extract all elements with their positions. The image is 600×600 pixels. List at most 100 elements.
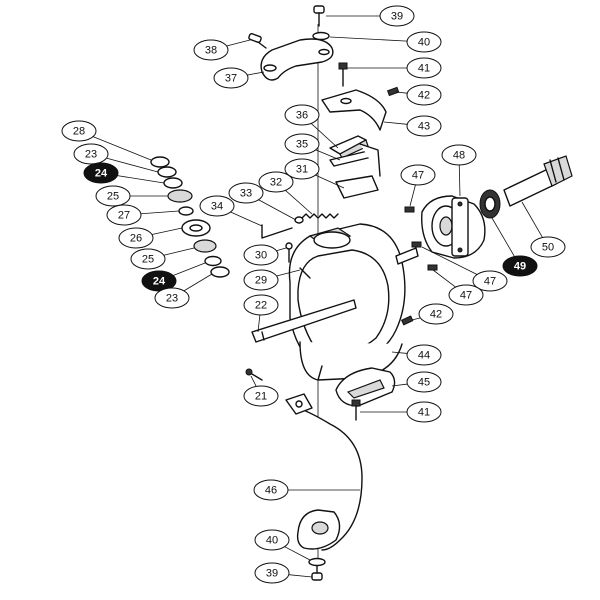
leader-line-29 bbox=[276, 269, 301, 277]
part-47-screw-a bbox=[404, 206, 415, 213]
part-22-shaft bbox=[251, 299, 357, 343]
callout-number-40: 40 bbox=[418, 37, 430, 49]
part-41-top-screw bbox=[338, 62, 348, 87]
callout-oval-25 bbox=[95, 185, 131, 207]
part-23-washer bbox=[157, 166, 177, 178]
callout-oval-39 bbox=[379, 5, 415, 27]
part-24-lower-washer bbox=[204, 255, 222, 267]
leader-line-43 bbox=[383, 121, 408, 125]
leader-line-45 bbox=[391, 383, 408, 387]
callout-number-25: 25 bbox=[107, 191, 119, 203]
part-28-washer bbox=[150, 156, 170, 168]
callout-oval-26 bbox=[118, 227, 154, 249]
callout-41: 41 bbox=[406, 57, 442, 79]
callout-40: 40 bbox=[406, 31, 442, 53]
callout-oval-49 bbox=[502, 255, 538, 277]
callout-21: 21 bbox=[243, 385, 279, 407]
callout-oval-47 bbox=[448, 284, 484, 306]
callout-24: 24 bbox=[83, 162, 119, 184]
part-32-spring bbox=[301, 213, 339, 219]
part-27-washer bbox=[178, 206, 194, 216]
callout-number-24: 24 bbox=[95, 168, 108, 180]
callout-42: 42 bbox=[418, 303, 454, 325]
part-46-bail-end bbox=[285, 393, 313, 415]
leader-line-30 bbox=[276, 247, 287, 252]
callout-oval-24 bbox=[83, 162, 119, 184]
part-39-lower-screw bbox=[311, 565, 323, 581]
callout-oval-28 bbox=[61, 120, 97, 142]
leader-line-39 bbox=[288, 574, 313, 578]
callout-27: 27 bbox=[106, 204, 142, 226]
part-49-bearing bbox=[479, 189, 501, 219]
callout-number-22: 22 bbox=[255, 300, 267, 312]
callout-oval-44 bbox=[406, 344, 442, 366]
callout-number-50: 50 bbox=[542, 242, 554, 254]
callout-37: 37 bbox=[213, 67, 249, 89]
callout-28: 28 bbox=[61, 120, 97, 142]
callout-number-46: 46 bbox=[265, 485, 277, 497]
callout-number-23: 23 bbox=[166, 293, 178, 305]
callout-oval-42 bbox=[406, 84, 442, 106]
callout-oval-46 bbox=[253, 479, 289, 501]
callout-oval-41 bbox=[406, 401, 442, 423]
part-40-top-washer bbox=[312, 31, 330, 41]
callout-oval-31 bbox=[284, 158, 320, 180]
callout-oval-38 bbox=[193, 39, 229, 61]
callout-47: 47 bbox=[472, 270, 508, 292]
leader-line-21 bbox=[250, 375, 257, 387]
leader-line-24 bbox=[117, 175, 165, 184]
leader-line-22 bbox=[257, 314, 261, 333]
callout-number-30: 30 bbox=[255, 250, 267, 262]
callout-number-41: 41 bbox=[418, 407, 430, 419]
part-50-pinion-gear bbox=[503, 155, 573, 207]
callout-number-47: 47 bbox=[412, 170, 424, 182]
callout-26: 26 bbox=[118, 227, 154, 249]
leader-line-24 bbox=[173, 262, 206, 276]
leader-line-31 bbox=[315, 174, 345, 189]
callout-oval-23 bbox=[154, 287, 190, 309]
callout-33: 33 bbox=[228, 182, 264, 204]
parts-layer bbox=[150, 5, 573, 581]
callout-31: 31 bbox=[284, 158, 320, 180]
callout-oval-33 bbox=[228, 182, 264, 204]
part-47-screw-c bbox=[427, 264, 438, 271]
part-25-lower-washer bbox=[193, 239, 217, 253]
callout-number-48: 48 bbox=[453, 150, 465, 162]
part-39-top-screw bbox=[313, 5, 325, 27]
callout-number-34: 34 bbox=[211, 201, 223, 213]
part-42-lower-screw bbox=[400, 315, 414, 326]
callout-number-47: 47 bbox=[484, 276, 496, 288]
part-35-wire bbox=[359, 143, 381, 177]
part-45-clip bbox=[335, 367, 396, 407]
callout-oval-35 bbox=[284, 133, 320, 155]
callout-oval-32 bbox=[258, 171, 294, 193]
callout-number-36: 36 bbox=[296, 110, 308, 122]
callout-43: 43 bbox=[406, 115, 442, 137]
callout-29: 29 bbox=[243, 269, 279, 291]
callout-number-28: 28 bbox=[73, 126, 85, 138]
callout-oval-30 bbox=[243, 244, 279, 266]
part-42-upper-screw bbox=[386, 86, 400, 97]
callout-oval-50 bbox=[530, 236, 566, 258]
callout-number-47: 47 bbox=[460, 290, 472, 302]
callout-50: 50 bbox=[530, 236, 566, 258]
leader-line-47 bbox=[409, 184, 416, 207]
part-47-screw-b bbox=[411, 241, 422, 248]
callout-number-26: 26 bbox=[130, 233, 142, 245]
callout-oval-41 bbox=[406, 57, 442, 79]
callout-oval-23 bbox=[73, 143, 109, 165]
leader-line-42 bbox=[411, 317, 421, 321]
part-43-cover bbox=[321, 89, 387, 131]
callout-number-25: 25 bbox=[142, 254, 154, 266]
leader-line-48 bbox=[458, 164, 461, 197]
leader-line-40 bbox=[329, 36, 408, 42]
callout-oval-21 bbox=[243, 385, 279, 407]
callout-34: 34 bbox=[199, 195, 235, 217]
part-25-washer bbox=[167, 189, 193, 203]
callout-number-41: 41 bbox=[418, 63, 430, 75]
leader-line-47 bbox=[432, 269, 456, 288]
callout-oval-40 bbox=[406, 31, 442, 53]
callout-oval-47 bbox=[472, 270, 508, 292]
callout-number-44: 44 bbox=[418, 350, 430, 362]
